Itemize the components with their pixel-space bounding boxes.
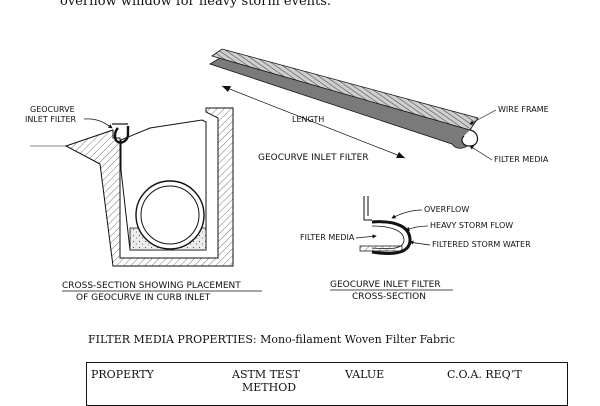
title-geocurve-inlet-filter: GEOCURVE INLET FILTER <box>258 153 369 163</box>
column-header-astm-line1: ASTM TEST <box>232 368 300 381</box>
caption-cross-section-1: CROSS-SECTION SHOWING PLACEMENT <box>62 281 241 291</box>
caption-filter-cross-section-1: GEOCURVE INLET FILTER <box>330 280 441 290</box>
filter-flange <box>359 245 403 252</box>
filter-cross-section <box>359 196 412 255</box>
column-header-astm: ASTM TEST METHOD <box>232 368 300 394</box>
label-overflow: OVERFLOW <box>424 205 469 214</box>
leader-geocurve-inlet-filter <box>83 118 113 129</box>
label-geocurve-inlet-filter-2: INLET FILTER <box>25 115 77 124</box>
label-geocurve-inlet-filter-1: GEOCURVE <box>30 105 75 114</box>
column-header-property: PROPERTY <box>91 368 154 381</box>
column-header-coa: C.O.A. REQ’T <box>447 368 522 381</box>
filter-media-sheet <box>209 57 471 149</box>
pipe-inner <box>140 185 200 245</box>
geocurve-diagram: GEOCURVE INLET FILTER LENGTH WIRE FRAME … <box>25 48 549 303</box>
label-wire-frame: WIRE FRAME <box>498 105 549 114</box>
caption-cross-section-2: OF GEOCURVE IN CURB INLET <box>76 293 211 303</box>
wire-frame-mesh <box>211 48 479 131</box>
caption-filter-cross-section-2: CROSS-SECTION <box>352 292 426 302</box>
length-dimension-line <box>221 85 406 159</box>
filter-media-properties-table: PROPERTY ASTM TEST METHOD VALUE C.O.A. R… <box>86 362 568 406</box>
geocurve-filter-in-curb <box>113 126 130 144</box>
curb-inlet-cross-section <box>30 107 234 267</box>
filter-media-properties-heading: FILTER MEDIA PROPERTIES: Mono-filament W… <box>88 333 456 346</box>
label-filter-media-right: FILTER MEDIA <box>494 155 549 164</box>
column-header-astm-line2: METHOD <box>242 381 297 394</box>
intro-text: overflow window for heavy storm events. <box>60 0 332 9</box>
geocurve-inlet-filter-isometric <box>209 48 479 149</box>
filter-curve-profile <box>371 220 412 255</box>
column-header-value: VALUE <box>345 368 385 381</box>
label-length: LENGTH <box>292 115 324 124</box>
label-heavy-storm-flow: HEAVY STORM FLOW <box>430 221 513 230</box>
label-filtered-storm-water: FILTERED STORM WATER <box>432 240 531 249</box>
label-filter-media-left: FILTER MEDIA <box>300 233 355 242</box>
